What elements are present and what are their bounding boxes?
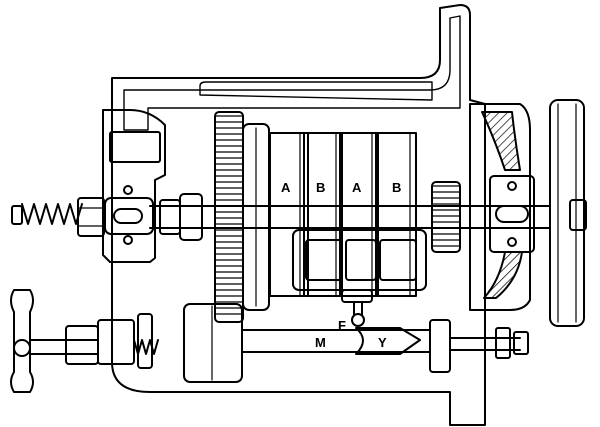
small-pinion-gear: [431, 181, 461, 253]
label-a1: A: [281, 180, 291, 195]
left-thread-end: [11, 205, 23, 225]
left-hex-nut: [77, 197, 105, 237]
pulley: [549, 99, 585, 327]
drum-plate-1: [269, 132, 309, 297]
label-f: F: [338, 318, 346, 333]
shifter-fork-block: [341, 289, 373, 303]
left-bracket-window: [109, 131, 161, 163]
carrier-window-2: [345, 239, 377, 281]
carrier-window-3: [379, 239, 417, 281]
lower-right-nut: [495, 327, 511, 359]
left-thread: [21, 203, 83, 225]
handle-shaft: [29, 339, 99, 355]
right-bearing-housing: [489, 175, 535, 253]
right-bearing-bolt-top: [507, 181, 517, 191]
diagram-labels: A B A B F M Y: [281, 180, 401, 350]
t-handle: [10, 289, 34, 393]
right-bracket: [469, 103, 531, 311]
right-bearing-slot: [495, 205, 529, 223]
lower-sleeve: [183, 303, 243, 383]
right-bracket-lower-arm: [483, 251, 523, 299]
shaft-collar-left-2: [179, 193, 203, 241]
main-frame-outline: [111, 4, 486, 426]
left-bracket-bolt-bottom: [123, 235, 133, 245]
drum-plate-2: [303, 132, 343, 297]
drum-plate-3: [339, 132, 379, 297]
label-b2: B: [392, 180, 401, 195]
t-handle-hub: [13, 339, 31, 357]
left-bearing-slot: [113, 208, 143, 224]
label-b1: B: [316, 180, 325, 195]
right-bearing-bolt-bottom: [507, 237, 517, 247]
slider-y: [355, 327, 421, 355]
lower-right-collar: [429, 319, 451, 373]
shifter-fork-pin: [351, 313, 365, 327]
label-y: Y: [378, 335, 387, 350]
frame-inner-lining: [123, 15, 461, 131]
lower-shaft-collar-1: [65, 325, 99, 365]
label-m: M: [315, 335, 326, 350]
lower-shaft-clamp: [137, 313, 153, 369]
lower-shaft-collar-2: [97, 319, 135, 365]
drum-plate-4: [375, 132, 417, 297]
carrier-window-1: [305, 239, 343, 281]
left-bracket: [102, 109, 166, 263]
lower-end-nut: [513, 331, 529, 355]
label-a2: A: [352, 180, 362, 195]
left-bracket-bolt-top: [123, 185, 133, 195]
top-cover-plate: [199, 81, 433, 101]
small-pinion-teeth: [431, 185, 461, 247]
pulley-hub: [569, 199, 587, 231]
large-spur-gear-teeth: [214, 115, 244, 315]
right-bracket-arm: [481, 111, 521, 171]
